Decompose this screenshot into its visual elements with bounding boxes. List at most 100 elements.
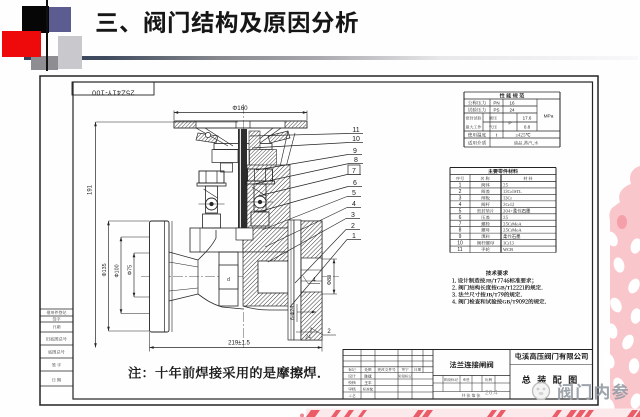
svg-text:比例: 比例: [485, 377, 493, 383]
svg-text:35CrMoA: 35CrMoA: [503, 221, 522, 227]
svg-text:25: 25: [503, 183, 508, 189]
svg-text:2Cr13: 2Cr13: [503, 202, 515, 208]
svg-text:设计: 设计: [348, 374, 356, 380]
svg-text:使用温度: 使用温度: [468, 133, 487, 139]
svg-text:25: 25: [503, 215, 508, 221]
svg-text:密封试验: 密封试验: [466, 116, 482, 122]
svg-text:序号: 序号: [456, 176, 464, 182]
svg-text:P: P: [508, 121, 511, 127]
svg-text:日期: 日期: [414, 367, 422, 373]
svg-text:陈斌: 陈斌: [364, 374, 372, 380]
svg-text:MPa: MPa: [544, 114, 554, 120]
svg-text:阀盖: 阀盖: [481, 189, 490, 195]
svg-text:螺栓: 螺栓: [481, 221, 490, 227]
svg-text:9: 9: [353, 148, 357, 155]
svg-text:屯溪高压阀门有限公司: 屯溪高压阀门有限公司: [515, 351, 589, 362]
svg-text:6-Φ24: 6-Φ24: [290, 306, 296, 320]
svg-text:Φ160: Φ160: [232, 105, 248, 112]
svg-text:法兰连接闸阀: 法兰连接闸阀: [449, 360, 493, 371]
svg-text:密封垫片: 密封垫片: [477, 208, 495, 214]
svg-text:d: d: [227, 277, 230, 283]
svg-text:5: 5: [352, 190, 356, 197]
svg-text:0.8: 0.8: [524, 125, 531, 130]
svg-text:6: 6: [459, 215, 462, 221]
svg-text:签字: 签字: [401, 367, 409, 373]
svg-text:日期: 日期: [53, 325, 61, 331]
svg-text:12Cr1STL: 12Cr1STL: [503, 189, 522, 195]
svg-text:7: 7: [352, 168, 356, 175]
svg-text:总 装 配 图: 总 装 配 图: [522, 372, 580, 386]
svg-text:2. 阀门结构长度按GB/T12221的规定.: 2. 阀门结构长度按GB/T12221的规定.: [452, 284, 543, 292]
svg-text:气压: 气压: [489, 125, 497, 131]
svg-text:4. 阀门检查和试验按GB/T9092的规定.: 4. 阀门检查和试验按GB/T9092的规定.: [452, 298, 547, 306]
svg-text:共 张 第 张: 共 张 第 张: [462, 393, 481, 399]
svg-text:11: 11: [352, 127, 359, 134]
svg-text:26.4: 26.4: [485, 390, 498, 397]
svg-text:WCB: WCB: [503, 247, 513, 253]
svg-text:适用介质: 适用介质: [468, 141, 487, 147]
svg-text:主要零件材料: 主要零件材料: [488, 168, 518, 175]
svg-text:液压: 液压: [489, 116, 497, 122]
svg-text:签 字: 签 字: [52, 362, 61, 368]
svg-text:名 称: 名 称: [480, 176, 490, 182]
svg-text:17.6: 17.6: [523, 116, 532, 121]
svg-text:219±1.5: 219±1.5: [228, 341, 250, 347]
svg-text:试验压力: 试验压力: [468, 108, 487, 114]
svg-text:13Cr: 13Cr: [503, 195, 512, 201]
svg-text:填料: 填料: [481, 234, 490, 240]
svg-text:校核: 校核: [348, 380, 356, 386]
svg-text:标准化: 标准化: [363, 387, 374, 393]
svg-text:10: 10: [352, 136, 360, 143]
svg-text:10: 10: [457, 241, 463, 247]
svg-text:最大工作: 最大工作: [466, 125, 482, 131]
svg-text:公称压力: 公称压力: [468, 101, 487, 107]
svg-text:签字: 签字: [53, 316, 61, 322]
svg-text:工艺: 工艺: [348, 393, 356, 399]
svg-text:1. 设计制造按JB/T7746标准要求；: 1. 设计制造按JB/T7746标准要求；: [452, 277, 537, 285]
svg-text:304+柔性石墨: 304+柔性石墨: [503, 207, 531, 214]
svg-text:螺母: 螺母: [481, 228, 490, 234]
svg-text:Φ75: Φ75: [128, 265, 134, 275]
svg-text:审核: 审核: [348, 387, 356, 393]
svg-text:4: 4: [459, 202, 462, 208]
svg-text:1Cr13: 1Cr13: [503, 241, 515, 247]
svg-text:4: 4: [312, 278, 316, 284]
svg-text:重量: 重量: [462, 377, 470, 383]
svg-text:手轮: 手轮: [481, 247, 490, 253]
svg-text:更改文件号: 更改文件号: [377, 367, 396, 373]
svg-text:3. 法兰尺寸按JB/T79的规定.: 3. 法兰尺寸按JB/T79的规定.: [452, 291, 522, 299]
svg-text:油品,蒸汽,水: 油品,蒸汽,水: [514, 141, 539, 147]
svg-text:材 料: 材 料: [523, 176, 533, 182]
svg-text:底图总号: 底图总号: [48, 349, 65, 355]
svg-text:11: 11: [457, 247, 462, 253]
svg-text:191: 191: [88, 184, 94, 195]
svg-text:35CrMoA: 35CrMoA: [503, 228, 522, 234]
svg-text:阀杆螺母: 阀杆螺母: [477, 241, 495, 247]
svg-text:3: 3: [459, 195, 462, 201]
svg-text:注：十年前焊接采用的是摩擦焊．: 注：十年前焊接采用的是摩擦焊．: [128, 363, 330, 382]
svg-text:旧底图总号: 旧底图总号: [46, 336, 67, 342]
svg-text:4: 4: [352, 201, 356, 208]
svg-text:24: 24: [305, 335, 311, 341]
svg-text:压盖: 压盖: [481, 215, 490, 221]
svg-text:25Z41Y-100: 25Z41Y-100: [92, 89, 135, 96]
svg-text:柔性石墨: 柔性石墨: [503, 233, 521, 240]
svg-text:Φ135: Φ135: [102, 263, 108, 276]
svg-text:闸板: 闸板: [481, 195, 490, 201]
svg-text:t: t: [496, 133, 498, 138]
svg-text:王平: 王平: [364, 381, 372, 386]
svg-text:16: 16: [509, 101, 515, 106]
svg-text:PN: PN: [493, 101, 499, 106]
svg-text:阀杆: 阀杆: [481, 202, 490, 208]
svg-text:1: 1: [352, 233, 356, 240]
svg-text:日 期: 日 期: [52, 377, 62, 383]
svg-text:阶段标记: 阶段标记: [444, 377, 459, 383]
svg-text:性 能 规 范: 性 能 规 范: [500, 93, 525, 100]
svg-text:8: 8: [459, 228, 462, 234]
svg-text:3: 3: [351, 212, 355, 219]
svg-text:阀门内参: 阀门内参: [557, 378, 630, 403]
svg-text:6: 6: [353, 180, 357, 187]
svg-text:≤425℃: ≤425℃: [515, 133, 531, 139]
svg-text:8: 8: [354, 157, 358, 164]
svg-text:标记: 标记: [348, 367, 356, 373]
